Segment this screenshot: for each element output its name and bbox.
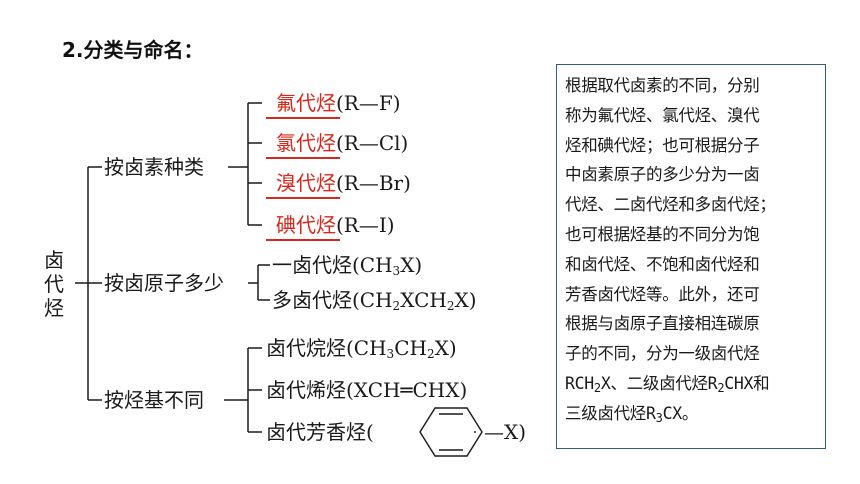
branch-label-halogen-count: 按卤原子多少	[104, 271, 224, 295]
note-line: 烃和碘代烃；也可根据分子	[565, 135, 760, 155]
branch-label-halogen-type: 按卤素种类	[104, 155, 204, 179]
leaf-poly-halo: 多卤代烃(CH2XCH2X)	[272, 288, 477, 313]
leaf-fluoro: 氟代烃(R—F)	[276, 91, 401, 115]
answer-underline	[266, 239, 340, 241]
note-line: 子的不同，分为一级卤代烃	[565, 344, 760, 364]
leaf-bromo: 溴代烃(R—Br)	[276, 171, 411, 195]
leaf-formula: (R—Br)	[336, 171, 411, 195]
leaf-formula: (R—I)	[336, 213, 395, 237]
leaf-name: 氟代烃	[276, 91, 336, 115]
root-char-1: 卤	[44, 248, 64, 272]
note-line: RCH2X、二级卤代烃R2CHX和	[565, 373, 770, 395]
explanation-box: 根据取代卤素的不同，分别 称为氟代烃、氯代烃、溴代 烃和碘代烃；也可根据分子 中…	[556, 64, 826, 449]
answer-underline	[266, 197, 340, 199]
leaf-haloalkene: 卤代烯烃(XCH═CHX)	[266, 378, 468, 402]
note-line: 根据取代卤素的不同，分别	[565, 76, 760, 95]
leaf-haloarene: 卤代芳香烃(	[266, 420, 374, 444]
leaf-name: 溴代烃	[276, 171, 336, 195]
note-line: 称为氟代烃、氯代烃、溴代	[565, 105, 760, 125]
leaf-iodo: 碘代烃(R—I)	[276, 213, 395, 237]
branch-label-hydrocarbon-group: 按烃基不同	[104, 388, 204, 412]
leaf-chloro: 氯代烃(R—Cl)	[276, 131, 408, 155]
leaf-name: 氯代烃	[276, 131, 336, 155]
leaf-mono-halo: 一卤代烃(CH3X)	[272, 253, 423, 278]
note-line: 根据与卤原子直接相连碳原	[565, 314, 760, 334]
leaf-name: 碘代烃	[276, 213, 336, 237]
haloarene-tail: —X)	[484, 420, 527, 444]
note-line: 芳香卤代烃等。此外，还可	[565, 284, 760, 304]
note-line: 也可根据烃基的不同分为饱	[565, 224, 760, 244]
leaf-formula: (R—Cl)	[336, 131, 409, 155]
leaf-formula: (R—F)	[336, 91, 401, 115]
section-heading: 2.分类与命名：	[62, 38, 204, 62]
benzene-ring-icon	[419, 407, 483, 457]
leaf-haloalkane: 卤代烷烃(CH3CH2X)	[266, 336, 457, 361]
root-char-3: 烃	[44, 296, 64, 320]
answer-underline	[266, 157, 340, 159]
note-line: 中卤素原子的多少分为一卤	[565, 165, 760, 185]
note-line: 和卤代烃、不饱和卤代烃和	[565, 254, 760, 274]
answer-underline	[266, 117, 340, 119]
note-line: 三级卤代烃R3CX。	[565, 403, 699, 425]
root-char-2: 代	[44, 272, 64, 296]
note-line: 代烃、二卤代烃和多卤代烃；	[565, 195, 776, 215]
